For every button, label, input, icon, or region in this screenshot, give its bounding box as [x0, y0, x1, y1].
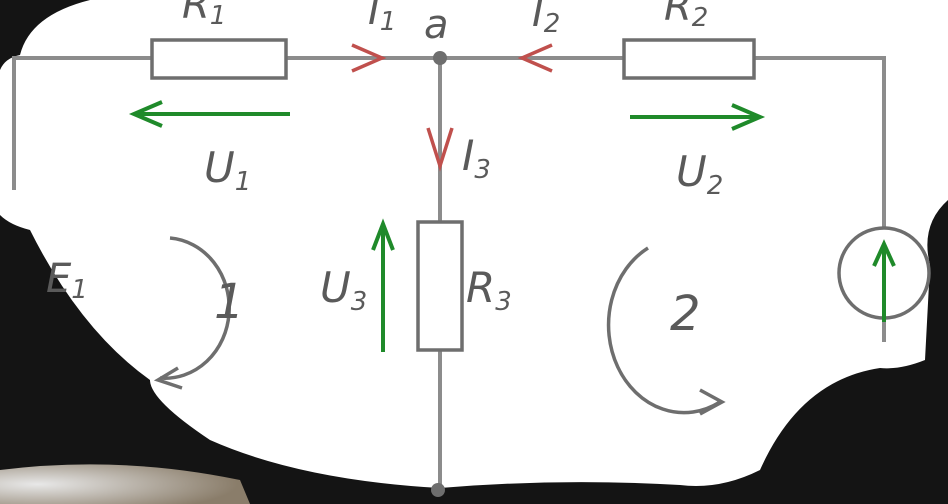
label-loop-2: 2 [670, 286, 701, 342]
label-r2: R2 [664, 0, 708, 33]
label-loop-1: 1 [214, 274, 245, 330]
label-i3: I3 [462, 131, 491, 185]
voltage-arrow-u3-icon [371, 218, 395, 352]
node-bottom-dot [431, 483, 445, 497]
resistor-r3 [416, 220, 464, 352]
paper-sheet [0, 0, 948, 488]
loop-1-arrow-icon [153, 236, 231, 390]
node-a-dot [433, 51, 447, 65]
voltage-source-icon [837, 226, 931, 322]
voltage-arrow-u1-icon [128, 100, 290, 128]
wires [12, 56, 886, 490]
label-u2: U2 [676, 147, 723, 201]
label-node-a: a [424, 2, 449, 48]
current-arrow-i2-icon [517, 43, 553, 73]
background-photo-fragment [0, 464, 250, 504]
resistor-r1 [150, 38, 288, 80]
voltage-arrow-u2-icon [630, 103, 766, 131]
label-e1: E1 [46, 256, 88, 305]
label-r1: R1 [182, 0, 226, 31]
loop-2-arrow-icon [606, 246, 726, 416]
label-i1: I1 [368, 0, 396, 37]
label-u3: U3 [320, 263, 367, 317]
label-r3: R3 [466, 263, 512, 317]
label-u1: U1 [204, 143, 251, 197]
current-arrow-i3-icon [426, 127, 454, 172]
resistor-r2 [622, 38, 756, 80]
current-arrow-i1-icon [351, 43, 387, 73]
label-i2: I2 [532, 0, 560, 39]
